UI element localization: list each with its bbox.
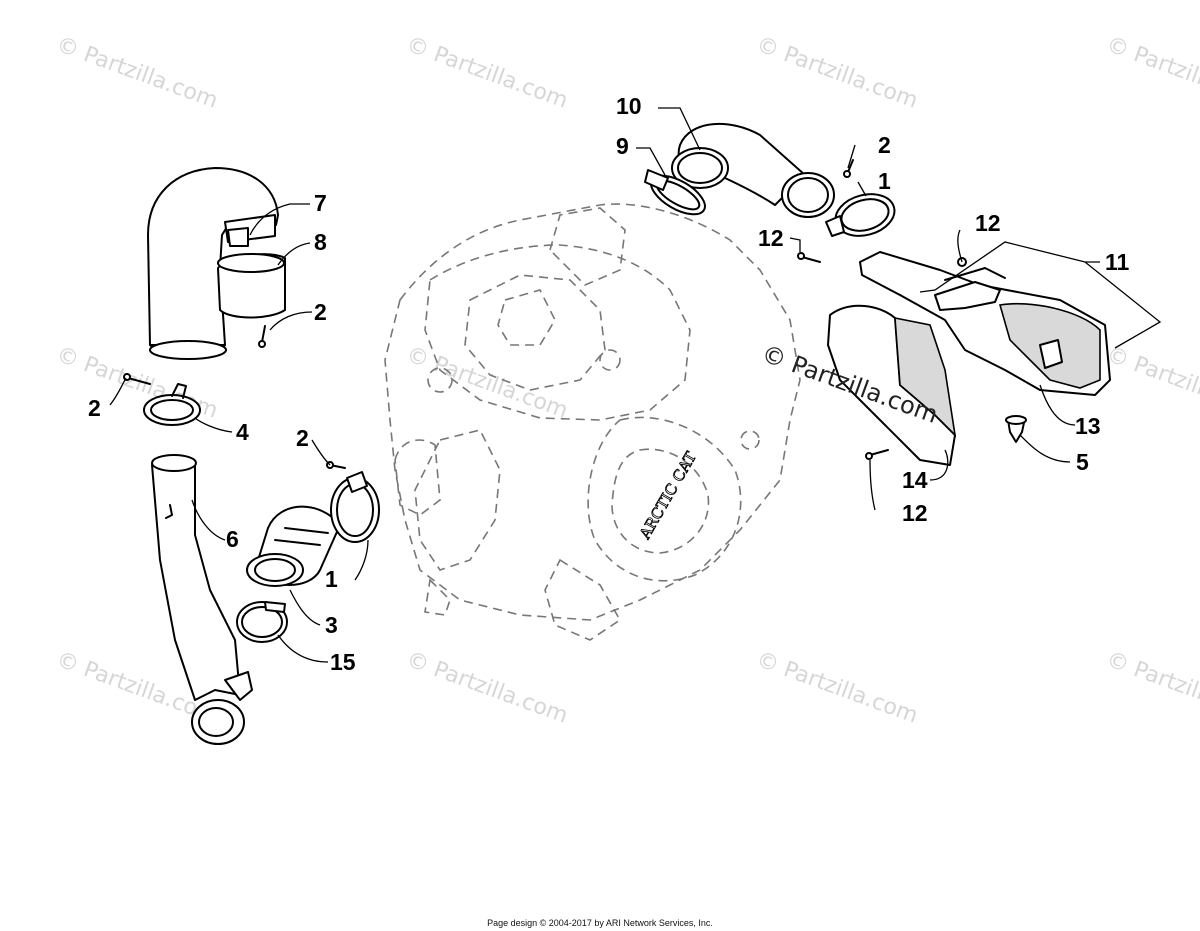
- clamp-part-9: [644, 169, 706, 216]
- callout-13: 13: [1075, 413, 1101, 439]
- clamp-part-15: [236, 601, 288, 643]
- callout-10: 10: [616, 93, 642, 119]
- screw-part-12-a: [797, 252, 821, 263]
- callout-5: 5: [1076, 449, 1089, 475]
- engine-brand-logo: ARCTIC CAT: [635, 449, 700, 543]
- callouts: 10 9 2 1 12 12 11 13 5 14 12 7 8 2 2 4 6…: [88, 93, 1130, 675]
- clamp-part-1-left: [330, 471, 380, 543]
- callout-12: 12: [902, 500, 928, 526]
- watermark-text: © Partzilla.com: [753, 32, 921, 114]
- screw-part-12-c: [865, 449, 889, 460]
- callout-2: 2: [314, 299, 327, 325]
- clamp-part-4: [143, 383, 201, 426]
- callout-8: 8: [314, 229, 327, 255]
- watermark-text: © Partzilla.com: [53, 32, 221, 114]
- watermark-text: © Partzilla.com: [753, 647, 921, 729]
- callout-11: 11: [1105, 249, 1130, 275]
- screw-part-2-upper-left: [258, 325, 266, 348]
- screw-part-2-left: [123, 373, 151, 385]
- footer-copyright: Page design © 2004-2017 by ARI Network S…: [487, 918, 713, 928]
- callout-12: 12: [758, 225, 784, 251]
- callout-9: 9: [616, 133, 629, 159]
- callout-2: 2: [88, 395, 101, 421]
- callout-7: 7: [314, 190, 327, 216]
- callout-12: 12: [975, 210, 1001, 236]
- watermark-text: © Partzilla.com: [1103, 32, 1200, 114]
- duct-part-14: [827, 304, 957, 466]
- watermark-text: © Partzilla.com: [403, 647, 571, 729]
- callout-3: 3: [325, 612, 338, 638]
- clamp-part-1-right: [825, 193, 896, 237]
- intake-elbow-upper-left: [147, 167, 279, 360]
- watermark-text: © Partzilla.com: [1103, 647, 1200, 729]
- callout-1: 1: [878, 168, 891, 194]
- boot-part-3: [246, 505, 341, 587]
- watermark-text: © Partzilla.com: [403, 32, 571, 114]
- leader-lines: [109, 107, 1162, 663]
- callout-2: 2: [878, 132, 891, 158]
- watermark-text: © Partzilla.com: [1103, 342, 1200, 424]
- callout-1: 1: [325, 566, 338, 592]
- screw-part-2-upper-right: [843, 159, 854, 178]
- callout-4: 4: [236, 419, 249, 445]
- air-box-part-11: [859, 251, 1111, 396]
- engine-outline: ARCTIC CAT: [384, 203, 801, 641]
- part-8-cover: [217, 253, 286, 319]
- callout-6: 6: [226, 526, 239, 552]
- callout-14: 14: [902, 467, 928, 493]
- clip-part-5: [1005, 415, 1027, 443]
- intake-tube-part-6: [151, 454, 253, 745]
- callout-2: 2: [296, 425, 309, 451]
- duct-part-10: [671, 122, 835, 218]
- callout-15: 15: [330, 649, 356, 675]
